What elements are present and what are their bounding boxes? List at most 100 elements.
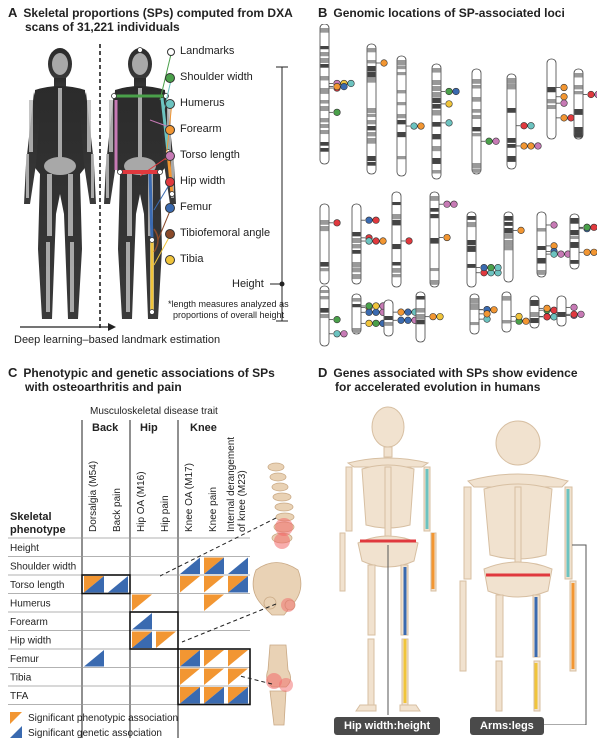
chromosome-band (507, 78, 516, 84)
locus-dot (417, 122, 425, 130)
chromosome-band (537, 246, 546, 250)
chromosome (319, 203, 330, 285)
chromosome-band (472, 79, 481, 84)
col-hip-pain: Hip pain (160, 495, 171, 532)
chromosome-band (397, 156, 406, 160)
chromosome-band (557, 312, 566, 317)
chromosome-band (416, 308, 425, 313)
chromosome-band (392, 262, 401, 266)
chromosome-band (384, 322, 393, 326)
locus-dot (560, 93, 568, 101)
locus-dot (560, 99, 568, 107)
chromosome-band (367, 162, 376, 166)
chromosome-band (320, 262, 329, 267)
legend-forearm: Forearm (180, 123, 222, 135)
chromosome-band (507, 144, 516, 148)
legend-tibia: Tibia (180, 253, 204, 265)
locus-dot (522, 317, 530, 325)
locus-dot (570, 310, 578, 318)
panel-a-title-line2: scans of 31,221 individuals (25, 20, 180, 34)
chromosome-band (570, 242, 579, 248)
group-hip: Hip (140, 422, 158, 434)
chromosome-band (397, 120, 406, 125)
panel-d-title-line1: Genes associated with SPs show evidence (333, 366, 578, 380)
panel-b-letter: B (318, 5, 328, 20)
locus-dot (404, 308, 412, 316)
height-bracket (270, 66, 288, 322)
chromosome-band (570, 236, 579, 240)
footnote-line2: proportions of overall height (173, 310, 285, 320)
panel-d-letter: D (318, 365, 328, 380)
chromosome-band (504, 216, 513, 221)
chromosome-band (570, 218, 579, 224)
chromosome-band (320, 308, 329, 313)
chromosome-band (352, 274, 361, 280)
genetic-association-mark (228, 687, 248, 704)
panel-a-letter: A (8, 5, 18, 20)
genetic-association-mark (108, 576, 128, 593)
locus-dot (443, 200, 451, 208)
col-knee-oa: Knee OA (M17) (184, 463, 195, 532)
phenotypic-association-mark (204, 668, 224, 685)
legend-hip-width: Hip width (180, 175, 226, 187)
chromosome-band (530, 312, 539, 318)
chromosome-band (367, 138, 376, 144)
genetic-association-mark (132, 613, 152, 630)
legend-pheno-swatch (10, 712, 22, 724)
legend-femur: Femur (180, 201, 212, 213)
skeleton-comparison (339, 406, 587, 725)
locus-dot (372, 237, 380, 245)
chromosome-band (320, 220, 329, 225)
tibia-marker (165, 255, 175, 265)
locus-dot (340, 82, 348, 91)
locus-dot (560, 83, 568, 92)
legend-pheno-label: Significant phenotypic association (28, 713, 178, 724)
chromosome-band (472, 133, 481, 137)
connector-lines (160, 517, 277, 685)
chromosome (536, 211, 547, 278)
chromosome-band (467, 264, 476, 268)
locus-dot (397, 308, 405, 316)
locus-dot (372, 302, 380, 310)
phenotypic-association-mark (204, 594, 224, 611)
locus-dot (487, 263, 495, 272)
chromosome-band (507, 84, 516, 90)
panel-c-letter: C (8, 365, 18, 380)
chimp-skeleton (459, 420, 577, 712)
locus-dot (517, 226, 525, 234)
locus-dot (410, 122, 418, 130)
locus-dot (550, 221, 558, 229)
torso-length-marker (165, 151, 175, 161)
chromosome-band (397, 132, 406, 138)
row-label: Height (10, 543, 39, 554)
chromosome-band (574, 85, 583, 90)
chromosome-band (397, 66, 406, 70)
height-label: Height (232, 278, 264, 290)
chromosome-band (472, 163, 481, 169)
chromosome-band (432, 146, 441, 152)
chromosome-band (432, 122, 441, 127)
locus-dot (333, 108, 341, 116)
chromosome-band (367, 126, 376, 131)
locus-dot (480, 263, 488, 272)
col-internal-derangement-2: of knee (M23) (237, 470, 248, 532)
chromosome-band (320, 296, 329, 300)
chromosome-band (367, 66, 376, 72)
shoulder-width-marker (165, 73, 175, 83)
chromosome-band (537, 228, 546, 232)
chromosome-band (432, 80, 441, 85)
locus-dot (543, 313, 551, 321)
chromosome (556, 295, 567, 327)
chromosome-band (352, 304, 361, 308)
forearm-marker (165, 125, 175, 135)
chromosome-band (352, 244, 361, 249)
locus-dot (557, 250, 565, 258)
chromosome-band (367, 132, 376, 137)
locus-dot (397, 316, 405, 324)
estimation-arrow (20, 323, 116, 331)
chromosome-band (504, 228, 513, 234)
locus-dot (450, 200, 458, 208)
genetic-association-mark (228, 557, 248, 574)
